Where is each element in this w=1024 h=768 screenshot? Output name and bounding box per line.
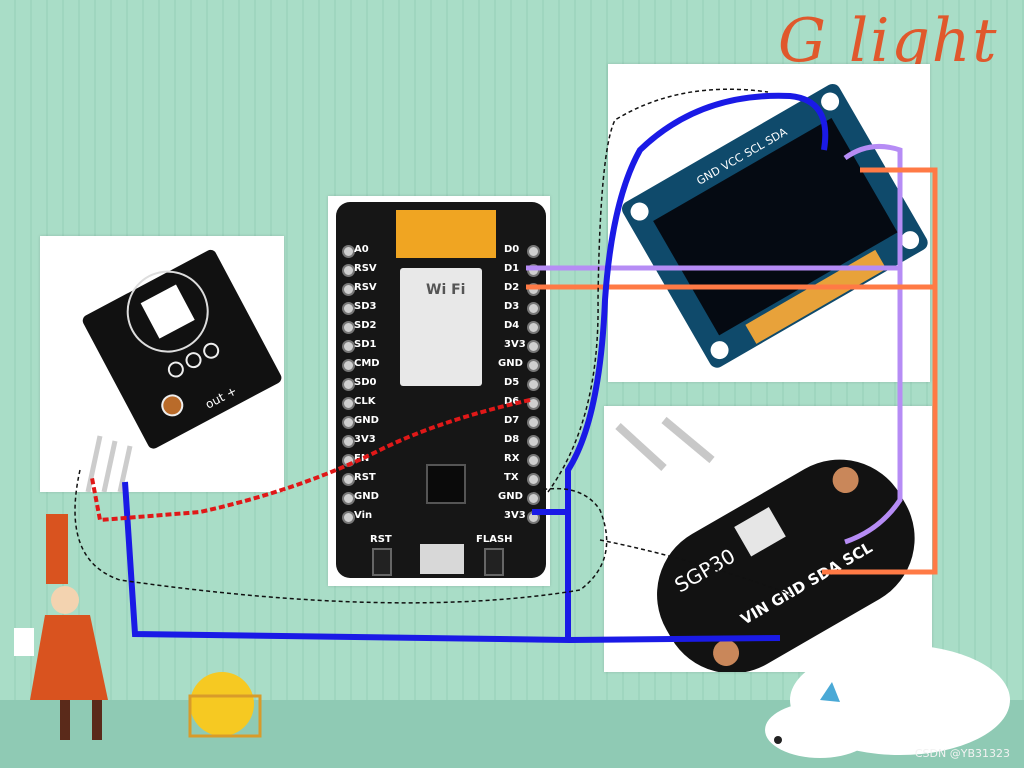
wifi-module-label: Wi Fi bbox=[426, 282, 466, 298]
right-pin-label: D8 bbox=[504, 434, 520, 445]
decorative-bear-illustration bbox=[765, 645, 1010, 758]
right-pin-label: D1 bbox=[504, 263, 520, 274]
nodemcu-board: Wi Fi RST FLASH A0 RSV RSV SD3 SD2 SD1 C… bbox=[336, 202, 546, 578]
pin-hole bbox=[342, 378, 355, 391]
pin-hole bbox=[527, 454, 540, 467]
pin-hole bbox=[342, 283, 355, 296]
left-pin-label: CMD bbox=[354, 358, 380, 369]
rst-button-label: RST bbox=[370, 534, 392, 545]
left-pin-label: RSV bbox=[354, 282, 377, 293]
usb-chip bbox=[426, 464, 466, 504]
left-pin-label: SD1 bbox=[354, 339, 377, 350]
left-pin-label: SD2 bbox=[354, 320, 377, 331]
ground-wire bbox=[74, 88, 801, 604]
left-pin-label: SD0 bbox=[354, 377, 377, 388]
right-pin-label: TX bbox=[504, 472, 519, 483]
sgp30-illustration: SGP30 VIN GND SDA SCL bbox=[615, 416, 915, 674]
right-pin-label: D2 bbox=[504, 282, 520, 293]
temp-sensor-card: out + bbox=[40, 236, 284, 493]
watermark: CSDN @YB31323 bbox=[914, 747, 1010, 760]
pin-hole bbox=[527, 378, 540, 391]
right-pin-label: GND bbox=[498, 491, 523, 502]
pin-hole bbox=[342, 397, 355, 410]
temp-sensor-illustration: out + bbox=[82, 249, 282, 493]
pin-hole bbox=[527, 473, 540, 486]
sgp30-card: SGP30 VIN GND SDA SCL bbox=[604, 406, 932, 674]
decorative-character-illustration bbox=[14, 514, 262, 740]
pin-hole bbox=[342, 302, 355, 315]
pin-hole bbox=[527, 321, 540, 334]
left-pin-label: A0 bbox=[354, 244, 369, 255]
pin-hole bbox=[342, 511, 355, 524]
pin-hole bbox=[527, 302, 540, 315]
sda-wire bbox=[526, 167, 938, 575]
pin-hole bbox=[342, 473, 355, 486]
right-pin-label: RX bbox=[504, 453, 520, 464]
flash-button[interactable] bbox=[484, 548, 504, 576]
pin-hole bbox=[527, 340, 540, 353]
micro-usb-port bbox=[420, 544, 464, 574]
pin-hole bbox=[342, 492, 355, 505]
pin-hole bbox=[527, 245, 540, 258]
left-pin-label: GND bbox=[354, 415, 379, 426]
pin-hole bbox=[342, 416, 355, 429]
pin-hole bbox=[527, 435, 540, 448]
right-pin-label: D3 bbox=[504, 301, 520, 312]
left-pin-label: SD3 bbox=[354, 301, 377, 312]
right-pin-label: D7 bbox=[504, 415, 520, 426]
pin-hole bbox=[527, 416, 540, 429]
right-pin-label: D4 bbox=[504, 320, 520, 331]
right-pin-label: GND bbox=[498, 358, 523, 369]
pin-hole bbox=[342, 340, 355, 353]
flash-button-label: FLASH bbox=[476, 534, 513, 545]
right-pin-label: D6 bbox=[504, 396, 520, 407]
rst-button[interactable] bbox=[372, 548, 392, 576]
wifi-module: Wi Fi bbox=[400, 268, 482, 386]
right-pin-label: D5 bbox=[504, 377, 520, 388]
pin-hole bbox=[342, 359, 355, 372]
left-pin-label: EN bbox=[354, 453, 370, 464]
left-pin-label: Vin bbox=[354, 510, 373, 521]
sensor-wire bbox=[90, 398, 531, 523]
right-pin-label: D0 bbox=[504, 244, 520, 255]
pin-hole bbox=[527, 359, 540, 372]
left-pin-label: RSV bbox=[354, 263, 377, 274]
left-pin-label: CLK bbox=[354, 396, 376, 407]
pin-hole bbox=[527, 397, 540, 410]
left-pin-label: 3V3 bbox=[354, 434, 376, 445]
left-pin-label: RST bbox=[354, 472, 376, 483]
right-pin-label: 3V3 bbox=[504, 339, 526, 350]
pin-hole bbox=[342, 321, 355, 334]
scl-wire bbox=[526, 143, 903, 545]
right-pin-label: 3V3 bbox=[504, 510, 526, 521]
pin-hole bbox=[527, 492, 540, 505]
left-pin-label: GND bbox=[354, 491, 379, 502]
pin-hole bbox=[342, 264, 355, 277]
power-wire bbox=[122, 92, 829, 644]
pin-hole bbox=[342, 245, 355, 258]
antenna bbox=[396, 210, 496, 258]
pin-hole bbox=[342, 435, 355, 448]
